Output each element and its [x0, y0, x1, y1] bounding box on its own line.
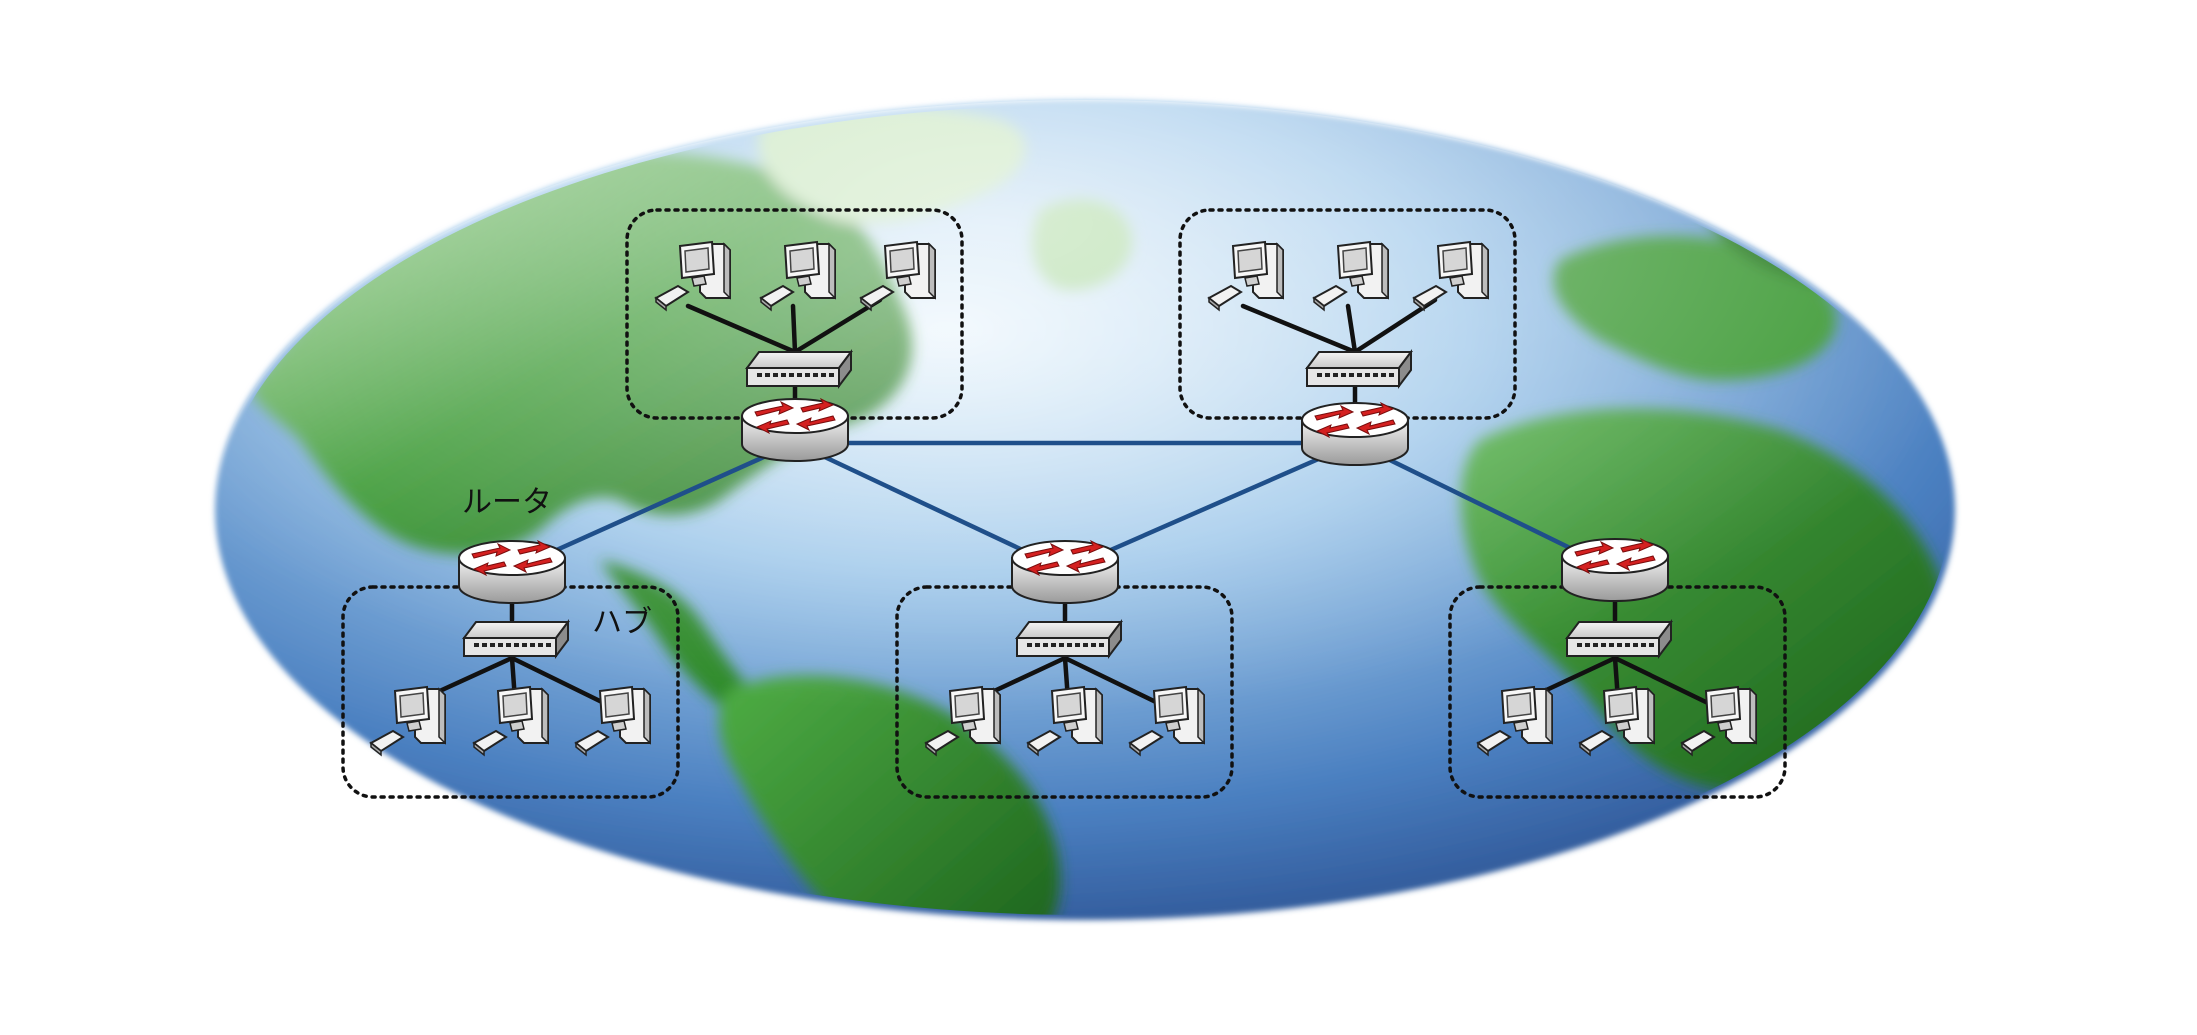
link-topleft-left [511, 440, 796, 573]
hub-icon [1016, 621, 1122, 657]
link-topright-center [1064, 440, 1356, 573]
router-icon [458, 540, 566, 604]
router-icon [1011, 540, 1119, 604]
hub-icon [1566, 621, 1672, 657]
globe-background [215, 100, 1955, 920]
router-label: ルータ [462, 485, 552, 520]
router-icon [1301, 402, 1409, 466]
hub-label: ハブ [592, 605, 652, 640]
hub-icon [746, 351, 852, 387]
hub-icon [1306, 351, 1412, 387]
router-icon [1561, 538, 1669, 602]
hub-icon [463, 621, 569, 657]
lan-top-left [625, 208, 964, 420]
router-icon [741, 398, 849, 462]
lan-top-right [1178, 208, 1517, 420]
